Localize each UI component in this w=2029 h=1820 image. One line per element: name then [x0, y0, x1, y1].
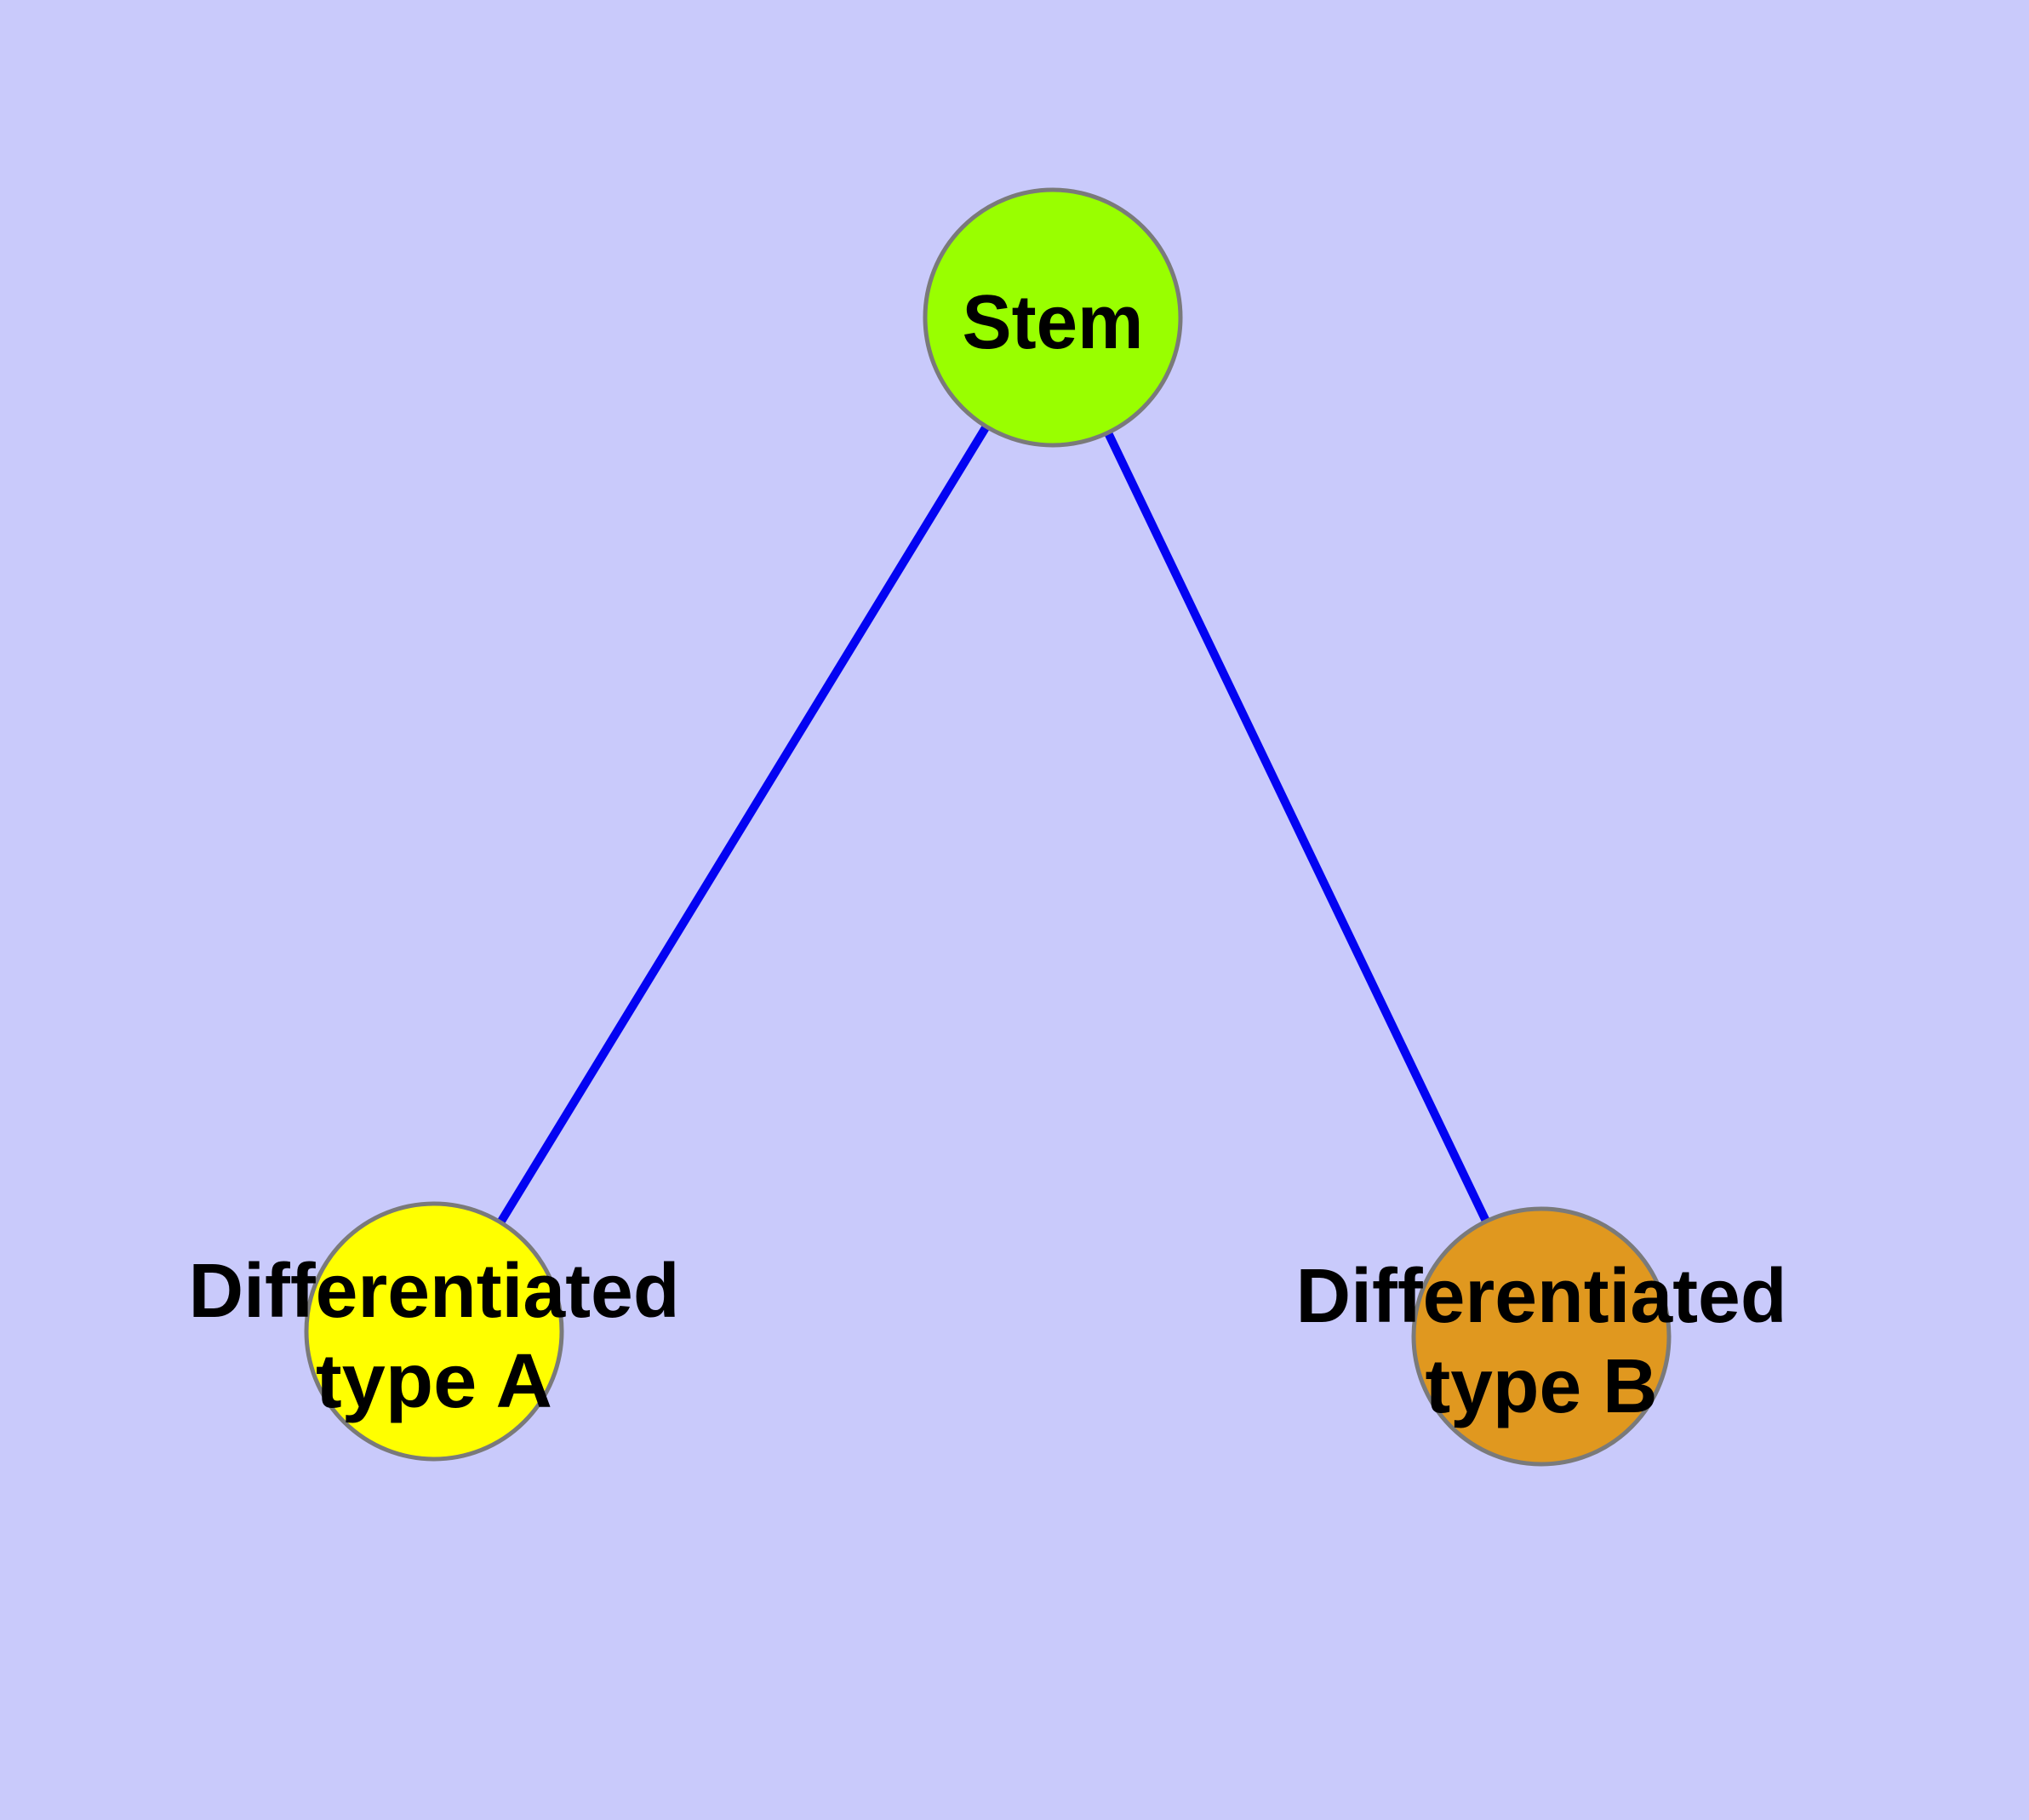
node-label-differentiated-type-b-line-1: Differentiated — [1296, 1254, 1787, 1339]
edge-stem-to-differentiated-type-b — [1049, 315, 1546, 1339]
node-label-differentiated-type-b-line-2: type B — [1426, 1344, 1658, 1429]
node-differentiated-type-b[interactable] — [1411, 1206, 1672, 1467]
node-stem[interactable] — [923, 187, 1183, 448]
node-differentiated-type-a[interactable] — [304, 1201, 564, 1462]
node-label-stem-line-1: Stem — [963, 280, 1144, 365]
nodes-layer — [304, 187, 1672, 1467]
edges-layer — [430, 315, 1546, 1339]
node-label-differentiated-type-a-line-1: Differentiated — [189, 1249, 680, 1334]
node-label-differentiated-type-a-line-2: type A — [316, 1339, 552, 1424]
edge-stem-to-differentiated-type-a — [430, 315, 1057, 1334]
